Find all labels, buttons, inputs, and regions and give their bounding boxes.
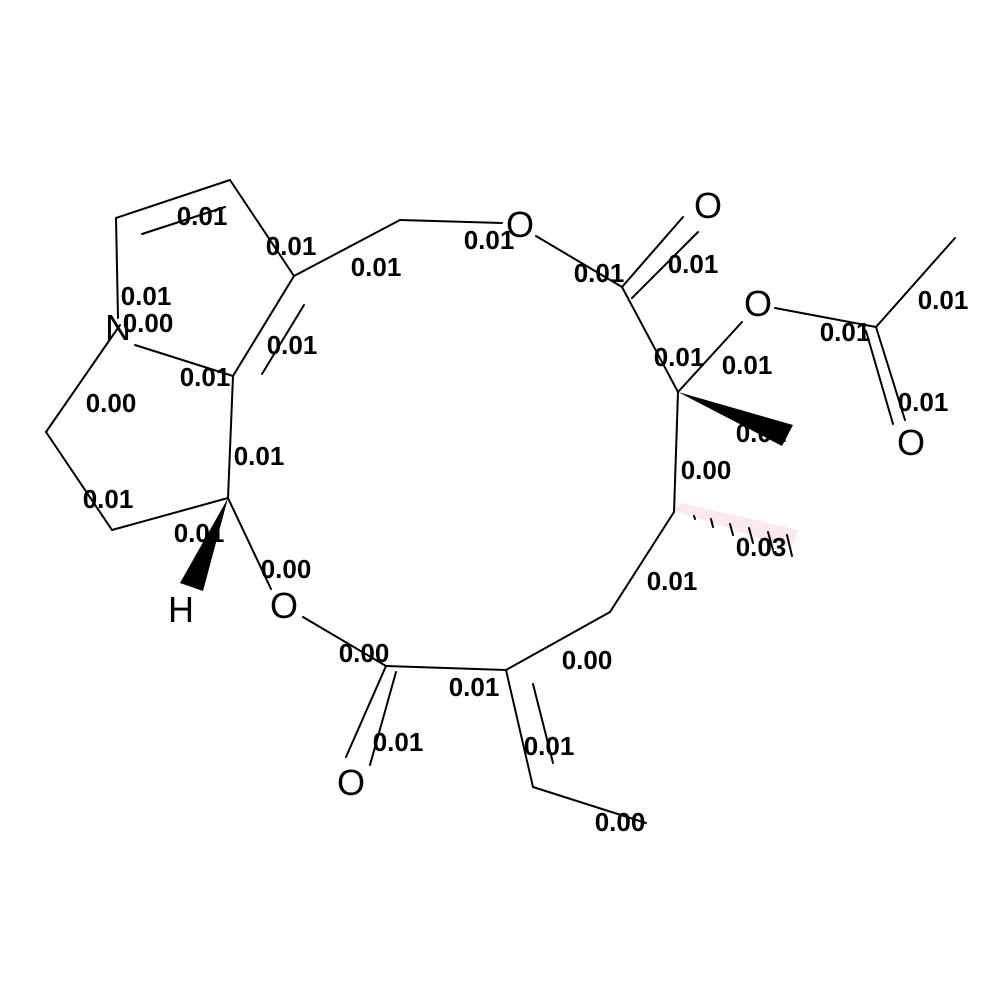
bond <box>45 324 121 433</box>
bond-label: 0.00 <box>595 807 646 837</box>
atom-o-ring-bottom: O <box>270 585 298 626</box>
bond <box>535 235 623 288</box>
atom-o-carbonyl-top: O <box>694 185 722 226</box>
bond <box>115 217 119 319</box>
bond <box>621 216 684 288</box>
bond <box>532 786 647 824</box>
bond-label: 0.01 <box>351 252 402 282</box>
bond <box>141 206 226 235</box>
bond-label: 0.01 <box>574 258 625 288</box>
bond-label: 0.01 <box>668 249 719 279</box>
atom-o-acetyl: O <box>897 422 925 463</box>
bond-label: 0.01 <box>647 566 698 596</box>
bond <box>505 669 534 788</box>
bond <box>134 344 234 377</box>
bond <box>229 179 295 277</box>
bond-label: 0.01 <box>898 387 949 417</box>
bond <box>369 671 397 766</box>
bond-label: 0.00 <box>339 638 390 668</box>
atom-o-ring-top: O <box>506 204 534 245</box>
hashed-bond-highlight <box>672 503 798 548</box>
bond <box>385 665 507 671</box>
bond <box>111 497 229 531</box>
bond-label: 0.01 <box>449 672 500 702</box>
bond <box>227 375 234 499</box>
bond <box>345 665 387 758</box>
bond <box>115 179 231 219</box>
bond-label: 0.01 <box>373 727 424 757</box>
bond-label: 0.01 <box>267 330 318 360</box>
bond-label: 0.00 <box>86 388 137 418</box>
bond <box>45 431 113 531</box>
bond-label: 0.03 <box>736 532 787 562</box>
bond <box>399 219 503 224</box>
bond <box>505 611 611 671</box>
bond <box>621 286 679 393</box>
wedge-bond-h <box>180 498 228 591</box>
hashed-bond <box>693 515 793 557</box>
bond <box>293 219 401 277</box>
atom-o-carbonyl-bottom: O <box>337 762 365 803</box>
bond-label: 0.01 <box>524 731 575 761</box>
bond-label: 0.00 <box>681 455 732 485</box>
bond <box>677 321 743 393</box>
bond <box>865 330 894 425</box>
bond-label: 0.01 <box>266 231 317 261</box>
bond-label: 0.01 <box>83 484 134 514</box>
bond-label: 0.00 <box>261 554 312 584</box>
bond-label: 0.00 <box>562 645 613 675</box>
atom-n: N <box>105 307 131 348</box>
atom-o-acetoxy: O <box>744 283 772 324</box>
bond-label: 0.00 <box>123 308 174 338</box>
bond <box>875 237 956 328</box>
atom-h: H <box>168 589 194 630</box>
bond <box>232 275 295 377</box>
bond <box>774 307 877 328</box>
bond-label: 0.01 <box>918 285 969 315</box>
bond-label: 0.01 <box>654 342 705 372</box>
bond-label: 0.01 <box>722 350 773 380</box>
bond <box>673 391 679 513</box>
bond-label: 0.01 <box>234 441 285 471</box>
wedge-bond <box>678 392 793 446</box>
bond <box>631 231 699 299</box>
bond-label: 0.01 <box>177 201 228 231</box>
bond-label: 0.01 <box>736 418 787 448</box>
bond <box>609 511 675 613</box>
bond <box>875 326 906 421</box>
bond <box>261 304 305 375</box>
bond-label: 0.01 <box>180 362 231 392</box>
bond-label: 0.01 <box>121 281 172 311</box>
bond <box>532 683 554 764</box>
bond-label: 0.01 <box>820 317 871 347</box>
bond <box>302 616 387 667</box>
bond <box>227 497 272 590</box>
bond-label: 0.01 <box>174 518 225 548</box>
bond-label: 0.01 <box>464 225 515 255</box>
